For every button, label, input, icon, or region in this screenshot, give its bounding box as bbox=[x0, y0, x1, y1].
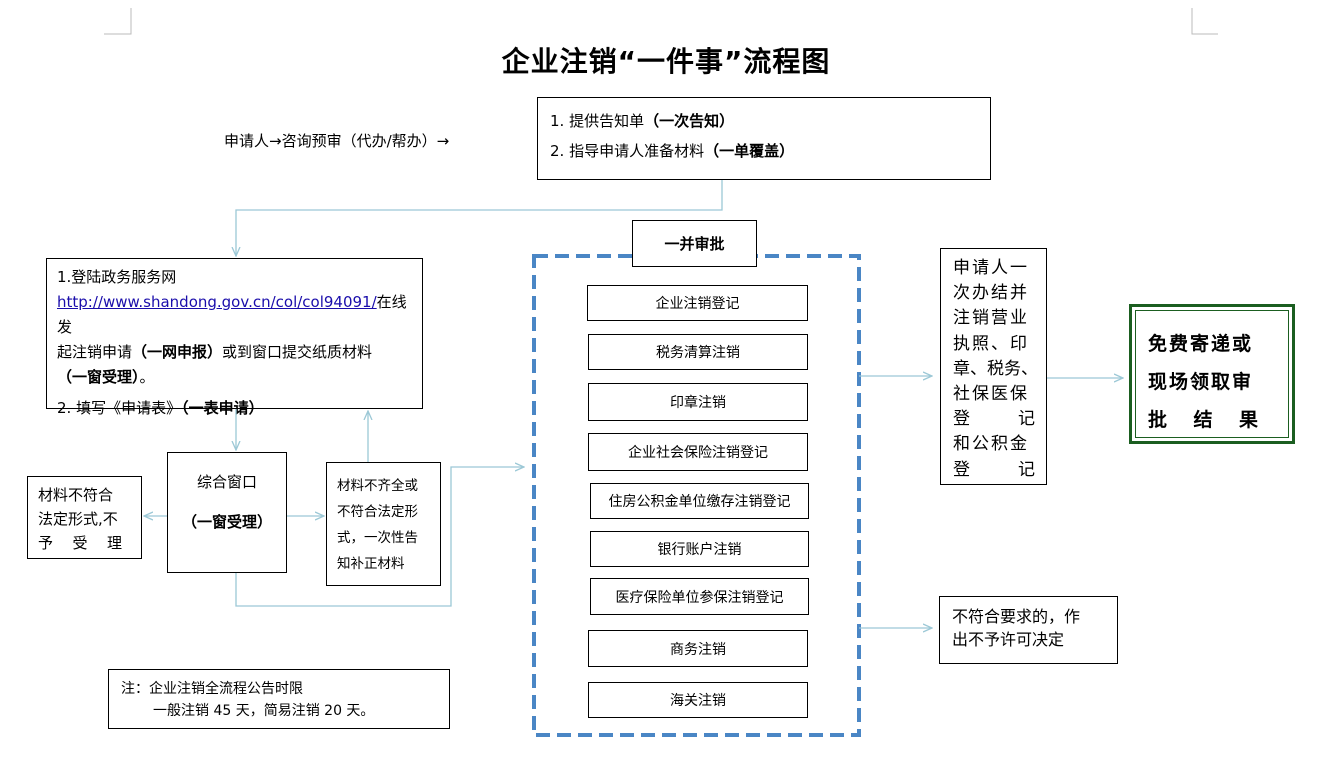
result-box: 申请人一 次办结并 注销营业 执照、印 章、税务、 社保医保 登 记 和公积金 … bbox=[940, 248, 1047, 485]
result-spaced1-b: 记 bbox=[1018, 409, 1037, 430]
note-box: 注：企业注销全流程公告时限 一般注销 45 天，简易注销 20 天。 bbox=[108, 669, 450, 729]
incomplete-line2: 不符合法定形 bbox=[337, 504, 418, 520]
notice-line1-text: 1. 提供告知单 bbox=[550, 112, 645, 130]
approval-item: 印章注销 bbox=[588, 383, 808, 421]
note-line2: 一般注销 45 天，简易注销 20 天。 bbox=[153, 703, 375, 719]
result-line2: 次办结并 bbox=[953, 283, 1029, 304]
result-spaced2-a: 登 bbox=[953, 459, 972, 480]
service-portal-link[interactable]: http://www.shandong.gov.cn/col/col94091/ bbox=[57, 293, 377, 311]
online-line1: 1.登陆政务服务网 bbox=[57, 268, 177, 286]
notice-box: 1. 提供告知单（一次告知） 2. 指导申请人准备材料（一单覆盖） bbox=[537, 97, 991, 180]
joint-approval-label: 一并审批 bbox=[632, 220, 757, 267]
incomplete-line4: 知补正材料 bbox=[337, 556, 405, 572]
approval-item: 商务注销 bbox=[588, 630, 808, 667]
approval-item: 税务清算注销 bbox=[588, 334, 808, 370]
reject-char-2: 受 bbox=[72, 534, 88, 552]
online-line5-bold: （一表申请） bbox=[181, 399, 264, 417]
delivery-line1: 免费寄递或 bbox=[1148, 333, 1254, 355]
online-line5-text: 2. 填写《申请表》 bbox=[57, 399, 182, 417]
reject-line1: 材料不符合 bbox=[38, 486, 114, 504]
result-line6: 社保医保 bbox=[953, 384, 1029, 405]
reject-box: 材料不符合 法定形式,不 予 受 理 bbox=[27, 476, 142, 559]
incomplete-materials-box: 材料不齐全或 不符合法定形 式，一次性告 知补正材料 bbox=[326, 462, 441, 586]
online-after-link: 在线发 bbox=[57, 293, 407, 336]
online-line4-bold: （一窗受理） bbox=[57, 368, 140, 386]
delivery-char-2: 结 bbox=[1193, 409, 1215, 431]
delivery-char-3: 果 bbox=[1238, 409, 1260, 431]
online-line3-suffix: 或到窗口提交纸质材料 bbox=[222, 343, 373, 361]
window-line2: （一窗受理） bbox=[181, 513, 272, 531]
incomplete-line3: 式，一次性告 bbox=[337, 530, 418, 546]
notice-line2-bold: （一单覆盖） bbox=[704, 142, 795, 160]
approval-item: 海关注销 bbox=[588, 682, 808, 718]
approval-item: 住房公积金单位缴存注销登记 bbox=[590, 483, 809, 519]
incomplete-line1: 材料不齐全或 bbox=[337, 478, 418, 494]
online-line4-suffix: 。 bbox=[139, 368, 155, 386]
approval-item: 企业注销登记 bbox=[587, 285, 808, 321]
result-line4: 执照、印 bbox=[953, 333, 1029, 354]
approval-item: 医疗保险单位参保注销登记 bbox=[590, 578, 809, 615]
note-line1: 注：企业注销全流程公告时限 bbox=[121, 681, 303, 697]
reject-char-3: 理 bbox=[106, 534, 122, 552]
online-application-box: 1.登陆政务服务网 http://www.shandong.gov.cn/col… bbox=[46, 258, 423, 417]
reject-char-1: 予 bbox=[38, 534, 54, 552]
result-line5: 章、税务、 bbox=[953, 358, 1038, 379]
not-permitted-box: 不符合要求的，作 出不予许可决定 bbox=[939, 596, 1118, 664]
window-line1: 综合窗口 bbox=[196, 473, 257, 491]
applicant-flow-text: 申请人→咨询预审（代办/帮办）→ bbox=[224, 132, 450, 150]
not-permitted-line2: 出不予许可决定 bbox=[952, 630, 1065, 649]
notice-line1-bold: （一次告知） bbox=[644, 112, 735, 130]
result-line3: 注销营业 bbox=[953, 308, 1029, 329]
result-line8: 和公积金 bbox=[953, 434, 1029, 455]
diagram-title: 企业注销“一件事”流程图 bbox=[501, 45, 831, 78]
delivery-box: 免费寄递或 现场领取审 批 结 果 bbox=[1129, 304, 1295, 444]
not-permitted-line1: 不符合要求的，作 bbox=[952, 607, 1081, 626]
approval-item: 企业社会保险注销登记 bbox=[588, 433, 808, 471]
online-line3-bold: （一网申报） bbox=[132, 343, 223, 361]
reject-line2: 法定形式,不 bbox=[38, 510, 118, 528]
result-spaced1-a: 登 bbox=[953, 409, 972, 430]
notice-line2-text: 2. 指导申请人准备材料 bbox=[550, 142, 705, 160]
online-line3-text: 起注销申请 bbox=[57, 343, 133, 361]
delivery-char-1: 批 bbox=[1148, 409, 1170, 431]
comprehensive-window-box: 综合窗口 （一窗受理） bbox=[167, 452, 287, 573]
result-line1: 申请人一 bbox=[953, 258, 1029, 278]
result-spaced2-b: 记 bbox=[1018, 459, 1037, 480]
delivery-line2: 现场领取审 bbox=[1148, 371, 1254, 393]
approval-item: 银行账户注销 bbox=[590, 531, 809, 567]
